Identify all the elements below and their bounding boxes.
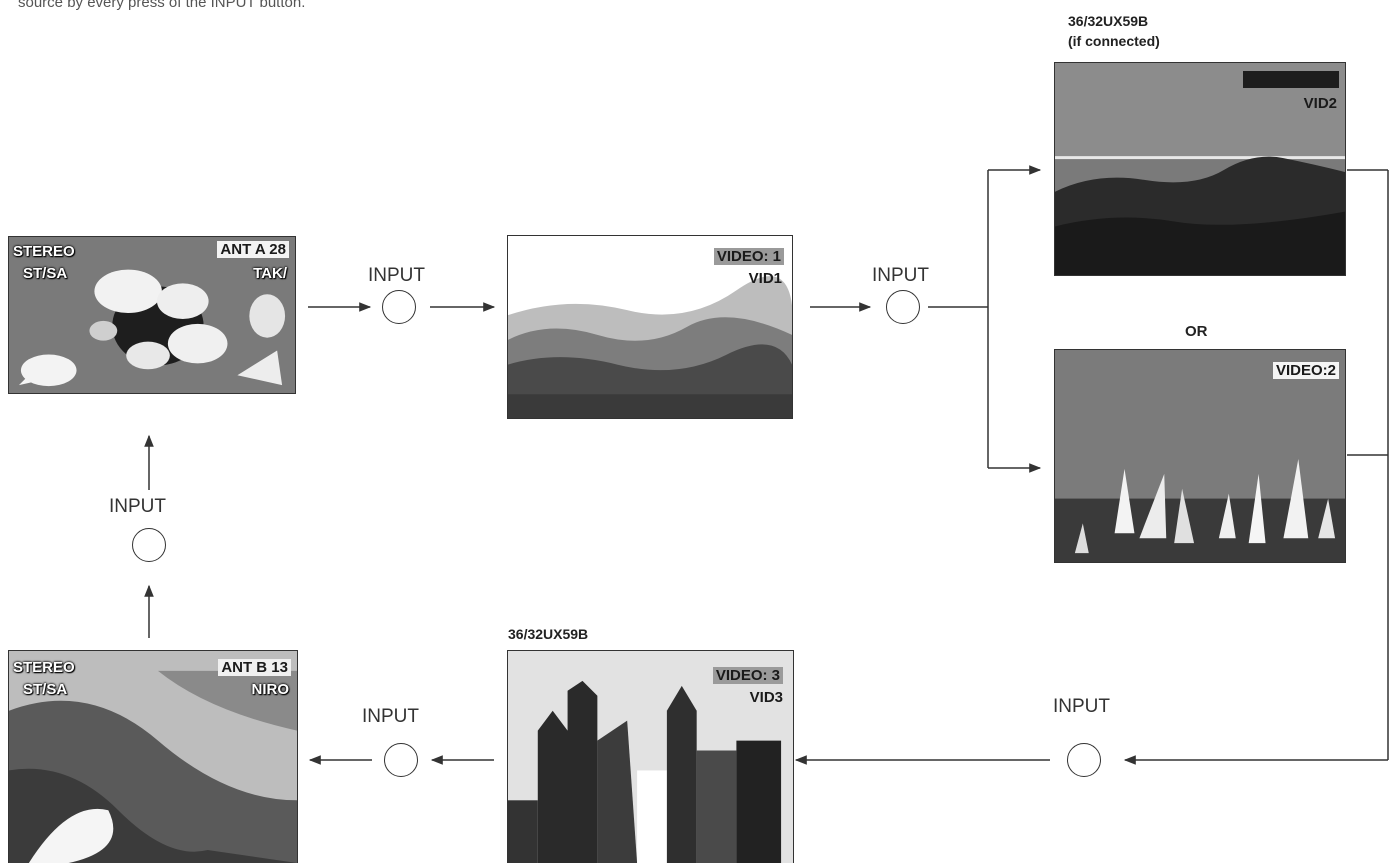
input-label-2: INPUT xyxy=(872,265,929,286)
osd-station: TAK/ xyxy=(253,265,287,282)
input-label-4: INPUT xyxy=(362,706,419,727)
caption-model-bottom: 36/32UX59B xyxy=(508,626,589,642)
osd-source: VIDEO: 1 xyxy=(713,248,784,265)
forest-scene-image xyxy=(508,236,792,418)
input-button-1[interactable] xyxy=(382,290,416,324)
mountain-scene-image xyxy=(1055,63,1345,275)
osd-channel: ANT A 28 xyxy=(217,241,289,258)
caption-model-top: 36/32UX59B xyxy=(1068,13,1149,29)
osd-channel: ANT B 13 xyxy=(218,659,291,676)
osd-st-sa: ST/SA xyxy=(23,681,68,698)
osd-source: VIDEO:2 xyxy=(1272,362,1339,379)
valley-scene-image xyxy=(9,651,297,863)
caption-if-connected: (if connected) xyxy=(1068,33,1160,49)
or-label: OR xyxy=(1185,323,1208,340)
osd-stereo: STEREO xyxy=(13,659,75,676)
osd-source: VIDEO: 3 xyxy=(712,667,783,684)
osd-label: VID2 xyxy=(1303,95,1337,112)
tv-screen-video3: VIDEO: 3 VID3 xyxy=(507,650,794,863)
input-button-4[interactable] xyxy=(384,743,418,777)
osd-station: NIRO xyxy=(251,681,290,698)
input-button-5[interactable] xyxy=(132,528,166,562)
osd-st-sa: ST/SA xyxy=(23,265,68,282)
input-label-5: INPUT xyxy=(109,496,166,517)
osd-source xyxy=(1243,71,1339,88)
osd-stereo: STEREO xyxy=(13,243,75,260)
intro-text: source by every press of the INPUT butto… xyxy=(18,0,306,11)
tv-screen-video2: VIDEO:2 xyxy=(1054,349,1346,563)
input-button-3[interactable] xyxy=(1067,743,1101,777)
osd-label: VID3 xyxy=(749,689,783,706)
underwater-scene-image xyxy=(9,237,295,393)
tv-screen-ant-a: STEREO ST/SA ANT A 28 TAK/ xyxy=(8,236,296,394)
tv-screen-ant-b: STEREO ST/SA ANT B 13 NIRO xyxy=(8,650,298,863)
input-label-3: INPUT xyxy=(1053,696,1110,717)
input-label-1: INPUT xyxy=(368,265,425,286)
skyscraper-scene-image xyxy=(508,651,793,863)
osd-label: VID1 xyxy=(748,270,782,287)
sailboat-scene-image xyxy=(1055,350,1345,562)
tv-screen-video1: VIDEO: 1 VID1 xyxy=(507,235,793,419)
tv-screen-video2-connected: VID2 xyxy=(1054,62,1346,276)
input-button-2[interactable] xyxy=(886,290,920,324)
